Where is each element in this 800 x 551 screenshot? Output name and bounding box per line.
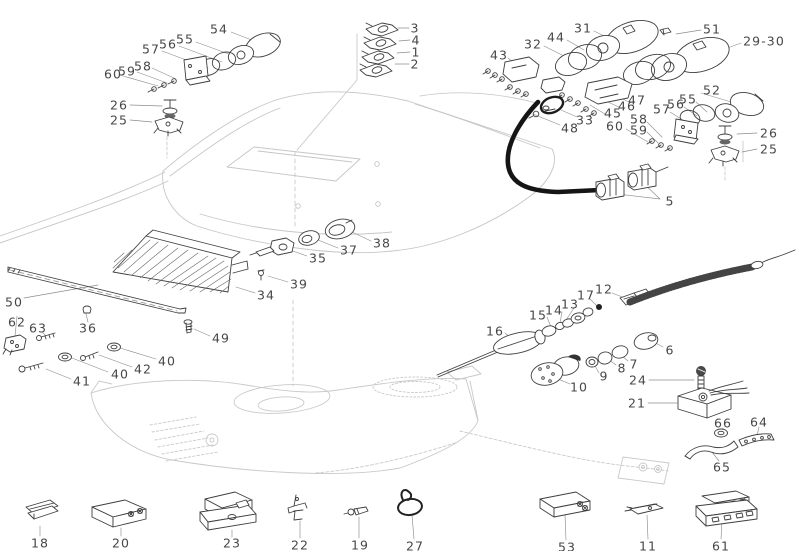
electronic-module: [677, 366, 775, 460]
hood-mount-right: [708, 125, 740, 167]
key-and-ring: [528, 95, 565, 119]
bulb-socket-stack: [359, 22, 399, 78]
parts: [2, 20, 796, 531]
tether-switch-chain: [436, 249, 796, 386]
bottom-row-parts: [25, 489, 758, 531]
leader-lines: [14, 27, 760, 541]
headlight-assembly-left: [147, 32, 281, 93]
belly-pan-outline: [90, 365, 670, 485]
lamp-sockets: [505, 99, 669, 201]
fasteners-left: [2, 305, 193, 373]
headlight-assembly-right-small: [646, 91, 765, 152]
hood-mount-left: [153, 99, 184, 137]
bracket-screw-cluster: [482, 56, 633, 117]
windshield-trim: [7, 266, 187, 314]
headlight-lens: [112, 229, 249, 294]
hood-outline: [0, 91, 555, 254]
switch-grommets: [249, 218, 356, 281]
construction-lines: [166, 33, 744, 387]
headlight-assembly-right-dual: [554, 20, 730, 86]
